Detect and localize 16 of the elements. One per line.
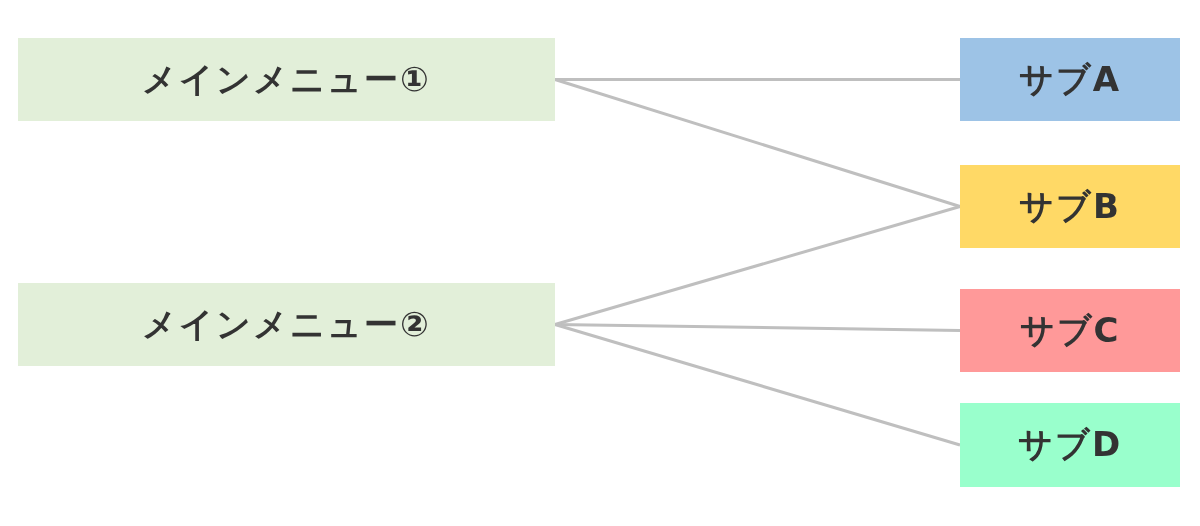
- submenu-box: [960, 289, 1180, 372]
- box-label: サブD: [1017, 423, 1123, 466]
- submenu-box: [960, 38, 1180, 121]
- connector-line: [555, 78, 960, 81]
- connector-line: [554, 205, 961, 326]
- box-label: メインメニュー①: [142, 57, 431, 101]
- box-label: メインメニュー②: [142, 302, 431, 346]
- submenu-box: [960, 403, 1180, 487]
- box-label: サブC: [1019, 308, 1121, 352]
- connector-line: [554, 78, 961, 208]
- box-label: サブB: [1019, 184, 1121, 228]
- box-label: サブA: [1018, 57, 1122, 101]
- connector-line: [554, 323, 961, 447]
- submenu-box: [960, 165, 1180, 248]
- menu-box: [18, 38, 555, 121]
- menu-box: [18, 283, 555, 366]
